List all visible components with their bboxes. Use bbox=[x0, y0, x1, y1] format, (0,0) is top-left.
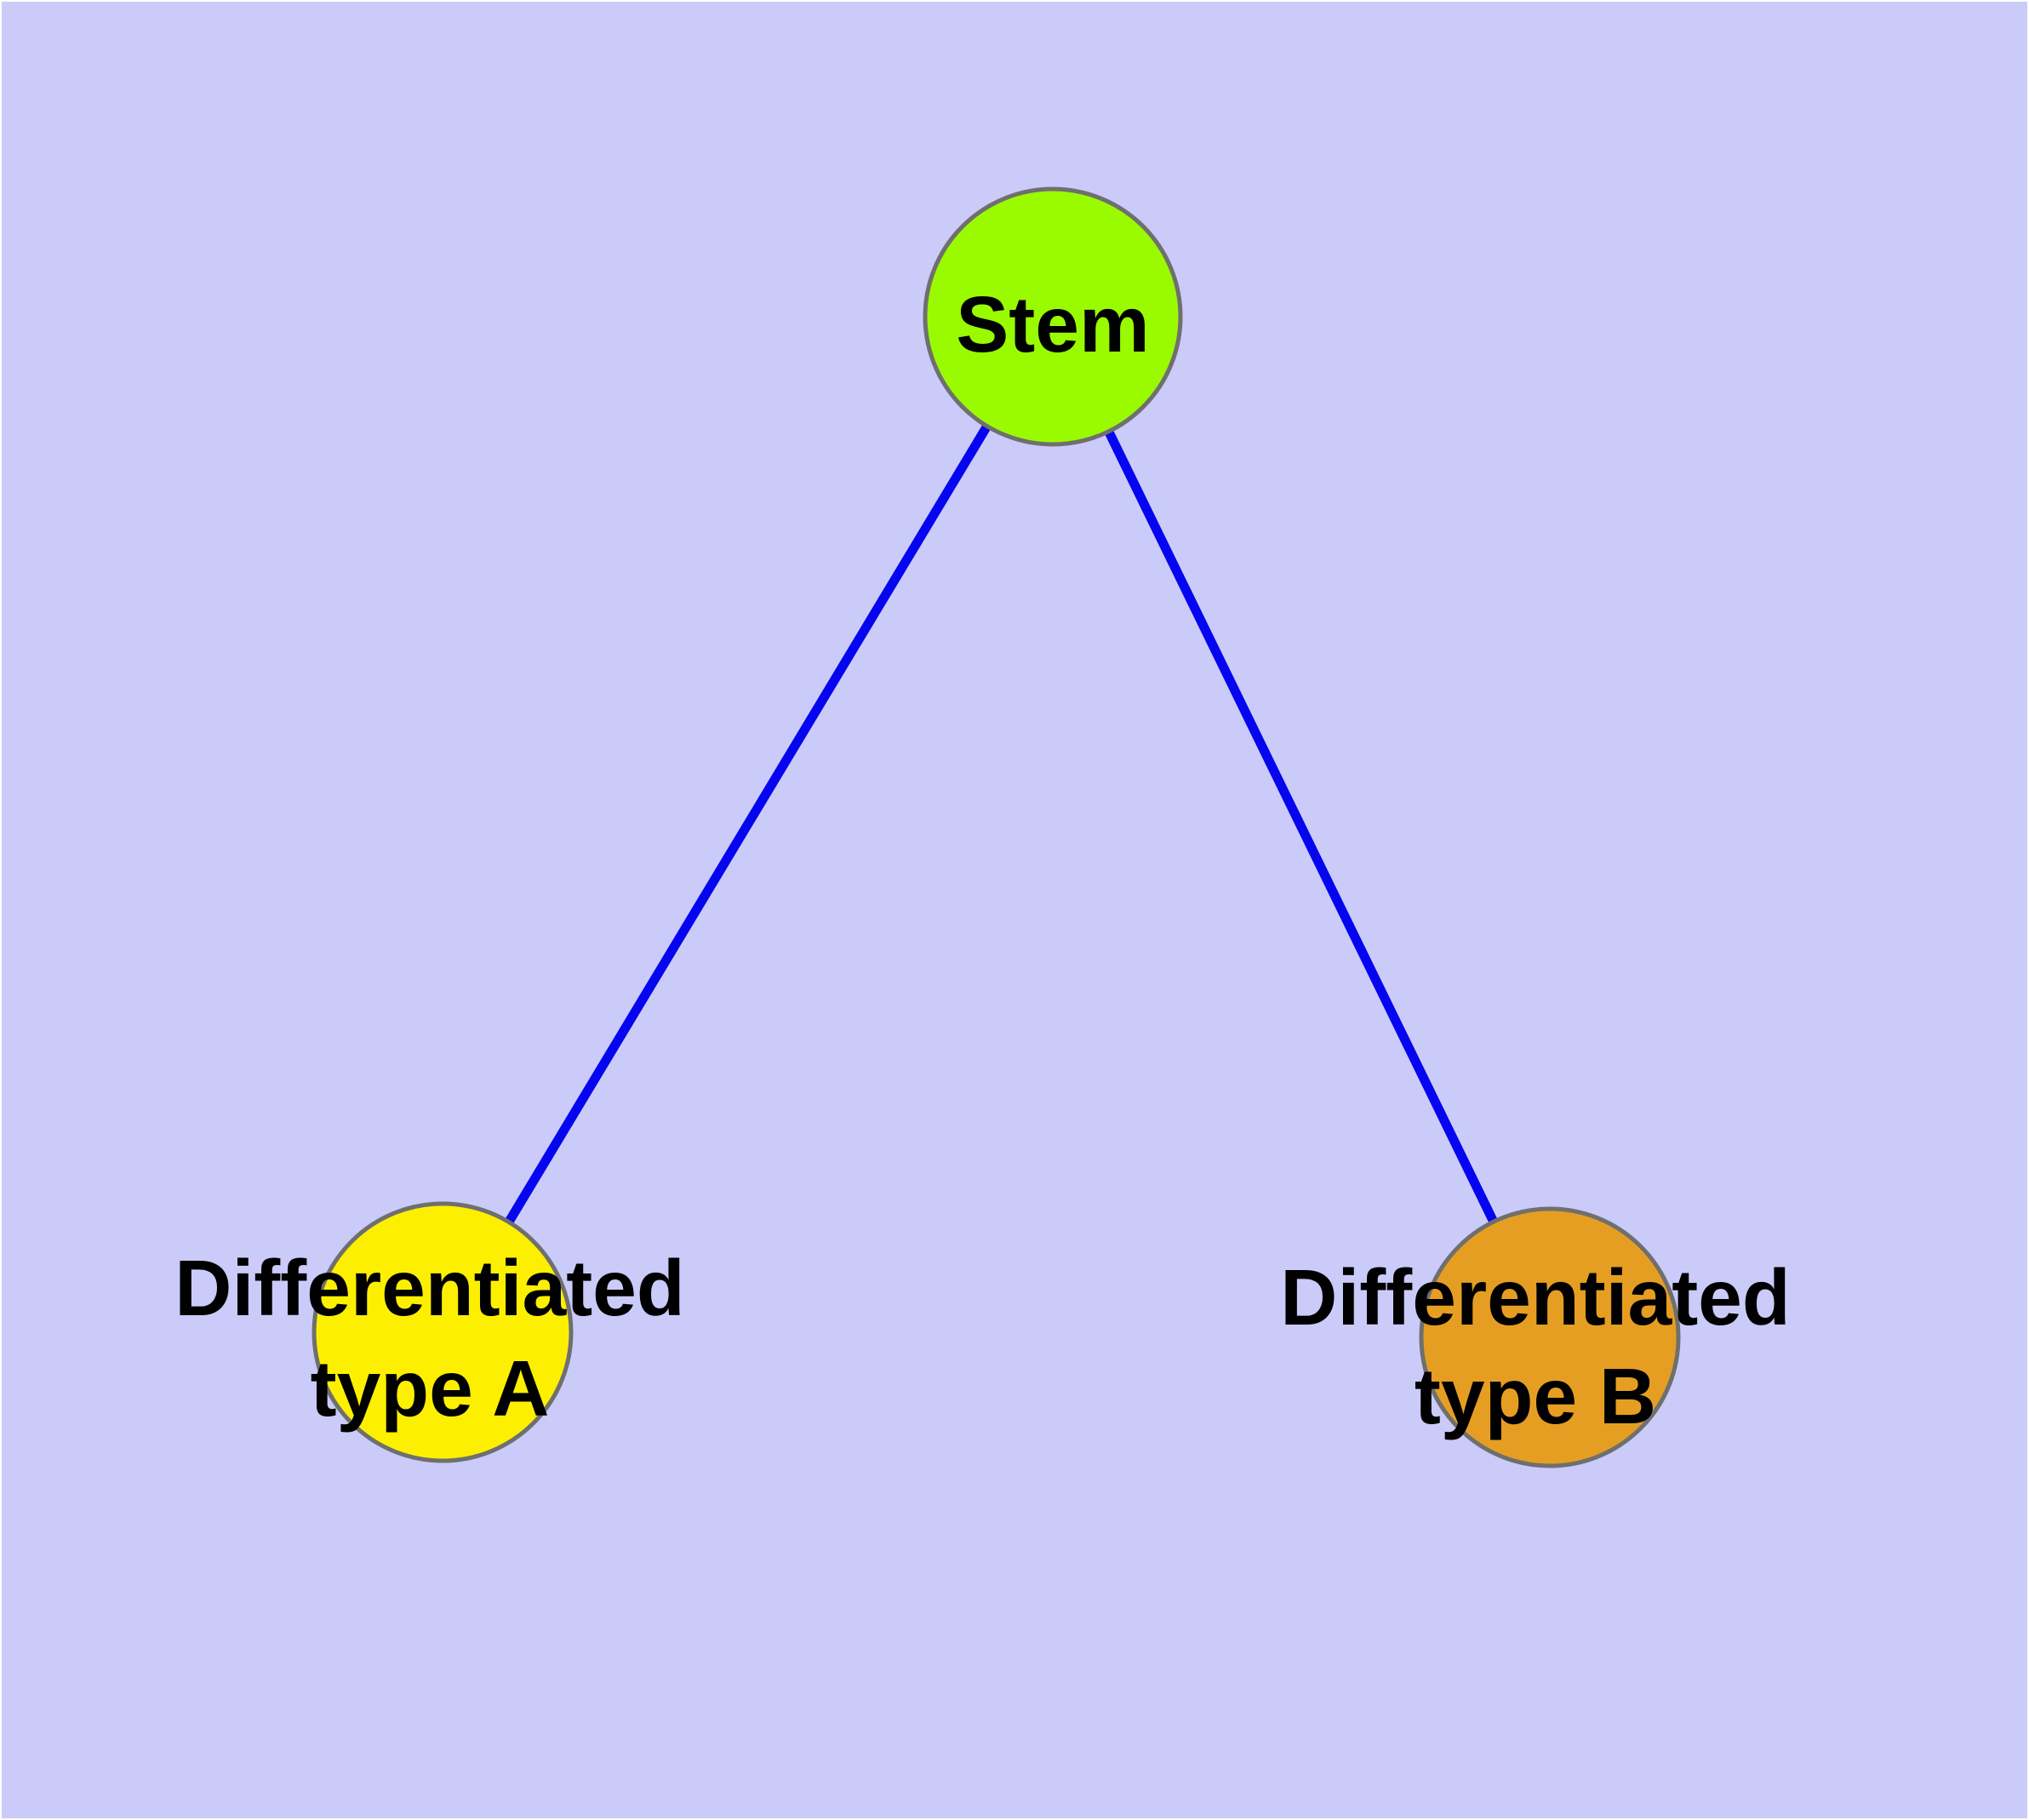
node-label-stem-line-1: Stem bbox=[956, 280, 1149, 369]
node-label-diff-type-a-line-2: type A bbox=[311, 1344, 550, 1433]
node-label-diff-type-b-line-1: Differentiated bbox=[1280, 1253, 1790, 1342]
node-diff-type-b bbox=[1419, 1206, 1681, 1468]
node-label-diff-type-a-line-1: Differentiated bbox=[174, 1244, 684, 1332]
node-stem bbox=[923, 186, 1183, 447]
node-diff-type-a bbox=[311, 1201, 574, 1463]
node-label-diff-type-b-line-2: type B bbox=[1415, 1352, 1656, 1440]
edge-stem-diff-type-a bbox=[438, 314, 1057, 1335]
edge-stem-diff-type-b bbox=[1049, 314, 1554, 1340]
